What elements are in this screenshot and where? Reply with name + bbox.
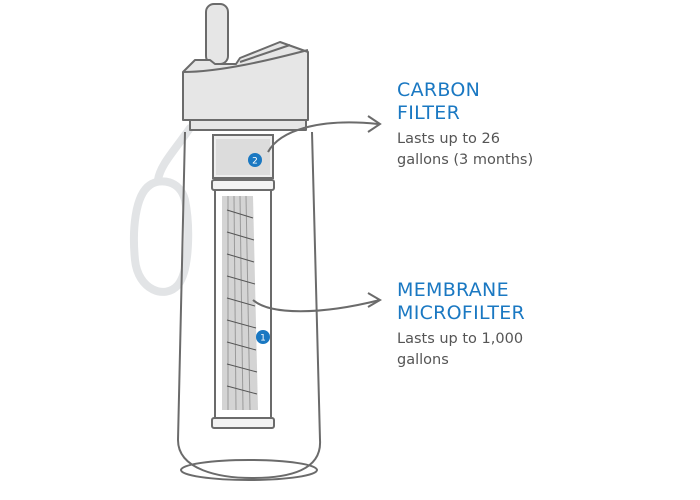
desc-line: Lasts up to 1,000: [397, 331, 524, 347]
badge-2-icon: 2: [248, 153, 262, 167]
desc-line: gallons (3 months): [397, 152, 534, 168]
svg-text:1: 1: [260, 334, 266, 344]
title-line: MEMBRANE: [397, 279, 509, 301]
membrane-microfilter: [211, 179, 275, 429]
straw: [205, 3, 229, 65]
microfilter-description: Lasts up to 1,000 gallons: [397, 329, 525, 371]
curved-arrow-icon: [252, 115, 382, 313]
microfilter-callout: MEMBRANE MICROFILTER Lasts up to 1,000 g…: [397, 279, 525, 371]
carbon-filter-description: Lasts up to 26 gallons (3 months): [397, 129, 533, 171]
svg-text:2: 2: [252, 157, 258, 167]
carabiner-icon: [129, 124, 194, 296]
carbon-filter: [212, 134, 274, 179]
title-line: CARBON: [397, 79, 481, 101]
carbon-filter-callout: CARBON FILTER Lasts up to 26 gallons (3 …: [397, 79, 533, 171]
bottle-cap: [182, 41, 309, 131]
carbon-filter-title: CARBON FILTER: [397, 79, 533, 125]
bottle-body: [176, 131, 322, 481]
microfilter-title: MEMBRANE MICROFILTER: [397, 279, 525, 325]
desc-line: gallons: [397, 352, 449, 368]
badge-1-icon: 1: [256, 330, 270, 344]
title-line: FILTER: [397, 102, 461, 124]
title-line: MICROFILTER: [397, 302, 526, 324]
desc-line: Lasts up to 26: [397, 131, 500, 147]
